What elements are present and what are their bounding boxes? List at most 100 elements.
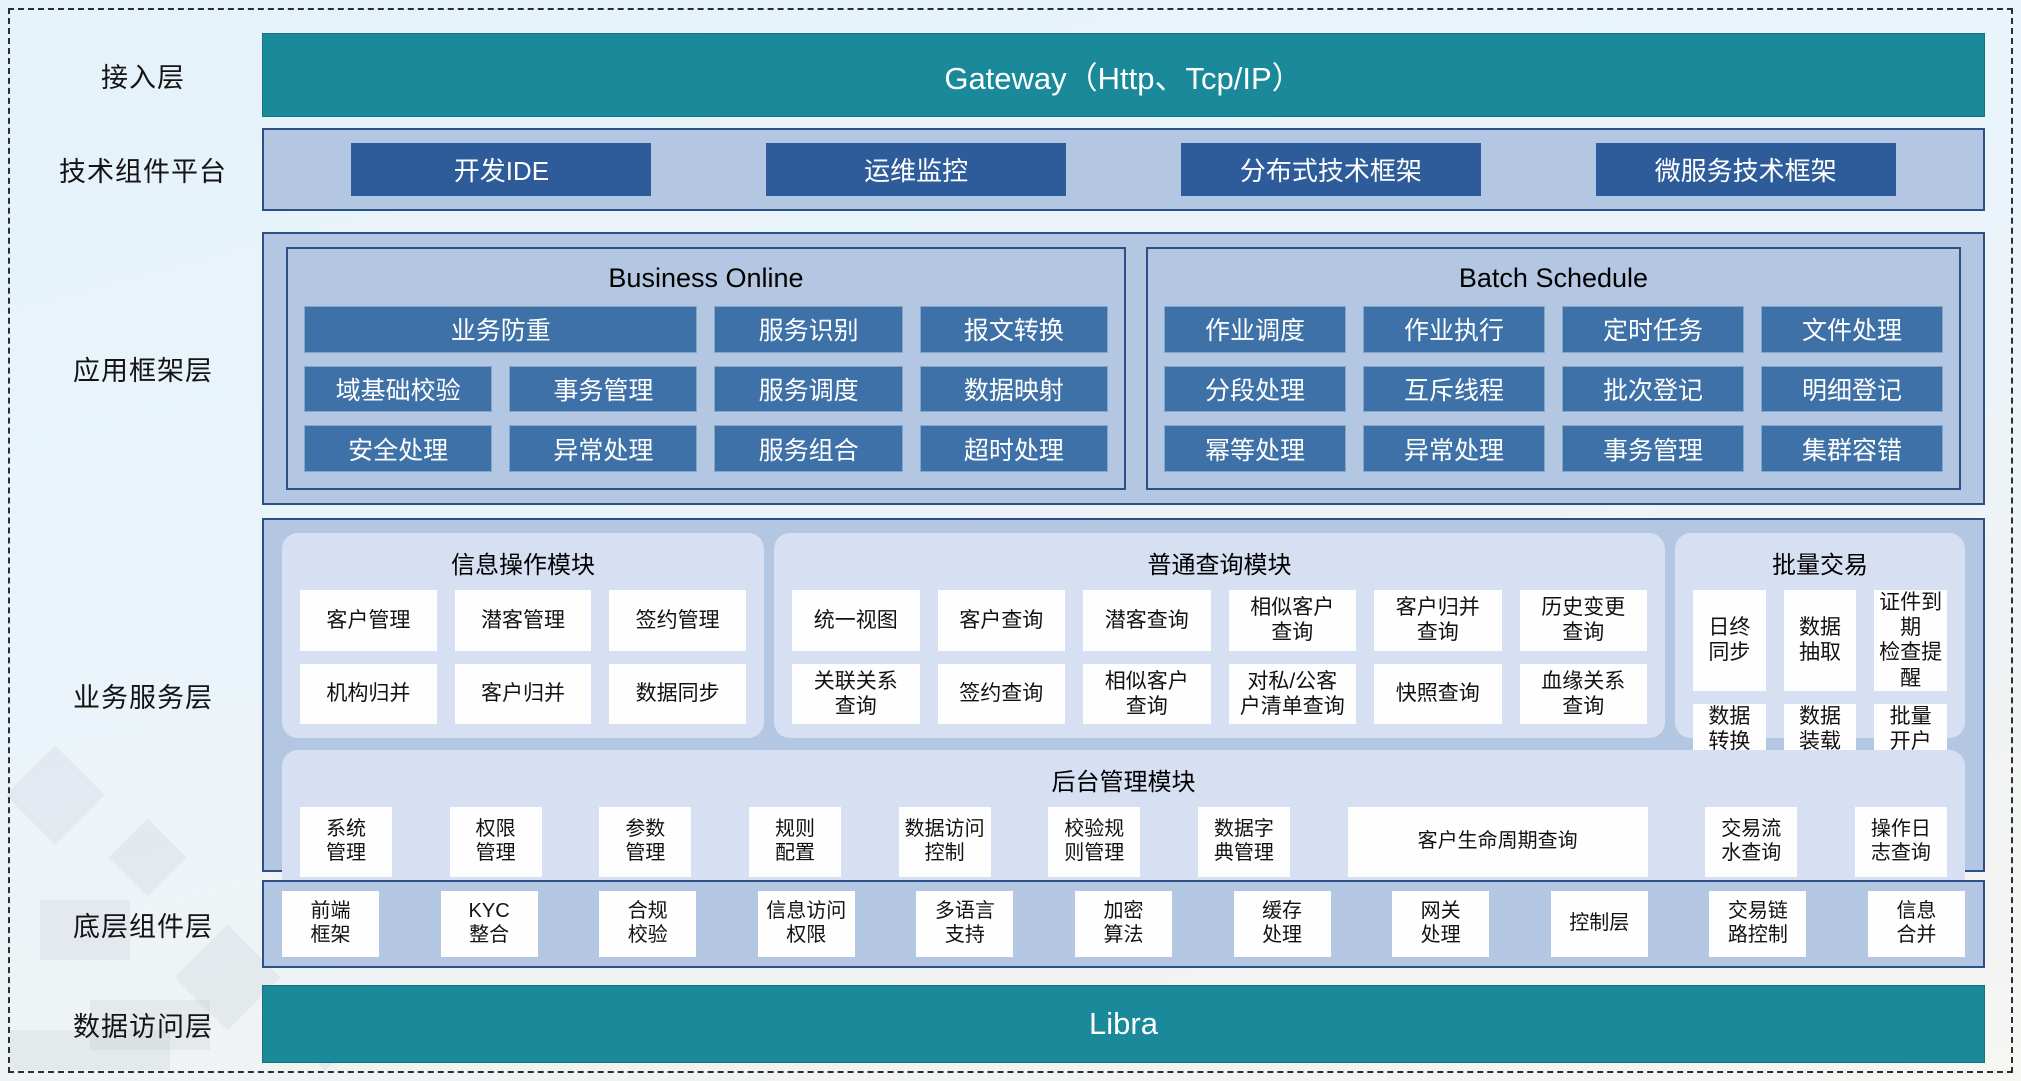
service-button: 客户归并 查询: [1374, 590, 1502, 651]
admin-button: 数据字 典管理: [1197, 807, 1290, 877]
module-title: 信息操作模块: [451, 552, 595, 579]
service-button: 证件到期 检查提醒: [1874, 590, 1947, 691]
framework-capability: 数据映射: [919, 365, 1108, 413]
framework-capability: 集群容错: [1760, 425, 1943, 472]
batch-schedule-grid: 作业调度作业执行定时任务文件处理分段处理互斥线程批次登记明细登记幂等处理异常处理…: [1163, 306, 1943, 472]
base-component-button: 信息 合并: [1867, 891, 1965, 957]
service-button: 批量 开户: [1874, 703, 1947, 755]
base-component-button: 网关 处理: [1392, 891, 1490, 957]
framework-capability: 定时任务: [1561, 306, 1744, 353]
layer-label-base: 底层组件层: [73, 911, 213, 942]
tech-platform-button: 微服务技术框架: [1595, 143, 1896, 196]
service-button: 统一视图: [792, 590, 920, 651]
service-button: 数据 转换: [1693, 703, 1766, 755]
admin-button: 规则 配置: [748, 807, 841, 877]
framework-capability: 批次登记: [1561, 365, 1744, 413]
module-grid: 统一视图客户查询潜客查询相似客户 查询客户归并 查询历史变更 查询关联关系 查询…: [792, 590, 1647, 724]
base-components-row: 前端 框架 KYC 整合合规 校验信息访问 权限多语言 支持加密 算法缓存 处理网…: [262, 880, 1985, 968]
service-button: 数据 抽取: [1783, 590, 1857, 691]
framework-capability: 超时处理: [919, 425, 1108, 472]
base-component-button: KYC 整合: [440, 891, 538, 957]
service-button: 相似客户 查询: [1228, 590, 1356, 651]
module-grid: 客户管理潜客管理签约管理机构归并客户归并数据同步: [300, 590, 746, 724]
base-component-button: 加密 算法: [1074, 891, 1172, 957]
framework-capability: 异常处理: [1362, 425, 1545, 472]
tech-platform-row: 开发IDE 运维监控 分布式技术框架 微服务技术框架: [262, 128, 1985, 211]
framework-capability: 幂等处理: [1163, 425, 1346, 472]
gateway-bar: Gateway（Http、Tcp/IP）: [262, 33, 1985, 117]
tech-platform-button: 开发IDE: [351, 143, 652, 196]
service-button: 关联关系 查询: [792, 663, 920, 724]
base-component-button: 合规 校验: [599, 891, 697, 957]
base-component-button: 多语言 支持: [916, 891, 1014, 957]
framework-capability: 作业调度: [1163, 306, 1346, 353]
base-component-button: 缓存 处理: [1233, 891, 1331, 957]
framework-capability: 事务管理: [509, 365, 698, 413]
framework-capability: 服务识别: [714, 306, 903, 353]
admin-button: 交易流 水查询: [1705, 807, 1798, 877]
framework-capability: 安全处理: [304, 425, 493, 472]
service-button: 机构归并: [300, 663, 437, 724]
framework-capability: 服务组合: [714, 425, 903, 472]
service-module: 批量交易日终 同步数据 抽取证件到期 检查提醒数据 转换数据 装载批量 开户: [1675, 533, 1965, 755]
framework-capability: 事务管理: [1561, 425, 1744, 472]
service-button: 对私/公客 户清单查询: [1228, 663, 1356, 724]
service-button: 数据 装载: [1783, 703, 1857, 755]
framework-capability: 域基础校验: [304, 365, 493, 413]
base-component-button: 信息访问 权限: [757, 891, 855, 957]
framework-capability: 报文转换: [919, 306, 1108, 353]
service-button: 相似客户 查询: [1083, 663, 1211, 724]
base-component-button: 交易链 路控制: [1709, 891, 1807, 957]
framework-capability: 分段处理: [1163, 365, 1346, 413]
service-button: 潜客查询: [1083, 590, 1211, 651]
service-button: 客户查询: [937, 590, 1065, 651]
business-service-row: 信息操作模块客户管理潜客管理签约管理机构归并客户归并数据同步 普通查询模块统一视图…: [262, 518, 1985, 891]
framework-capability: 互斥线程: [1362, 365, 1545, 413]
layer-label-appframe: 应用框架层: [73, 356, 213, 386]
admin-button: 操作日 志查询: [1854, 807, 1947, 877]
admin-buttons-row: 系统 管理权限 管理参数 管理规则 配置数据访问 控制校验规 则管理数据字 典管…: [300, 807, 1947, 877]
admin-button: 数据访问 控制: [898, 807, 991, 877]
business-online-grid: 业务防重服务识别报文转换域基础校验事务管理服务调度数据映射安全处理异常处理服务组…: [304, 306, 1108, 472]
service-button: 潜客管理: [454, 590, 592, 651]
batch-schedule-panel: Batch Schedule 作业调度作业执行定时任务文件处理分段处理互斥线程批…: [1145, 247, 1961, 490]
admin-module-panel: 后台管理模块 系统 管理权限 管理参数 管理规则 配置数据访问 控制校验规 则管…: [282, 750, 1965, 891]
service-modules: 信息操作模块客户管理潜客管理签约管理机构归并客户归并数据同步 普通查询模块统一视图…: [282, 533, 1965, 755]
app-framework-row: Business Online 业务防重服务识别报文转换域基础校验事务管理服务调…: [262, 232, 1985, 505]
service-button: 签约管理: [609, 590, 746, 651]
service-button: 数据同步: [609, 663, 746, 724]
module-title: 批量交易: [1772, 552, 1868, 579]
service-module: 信息操作模块客户管理潜客管理签约管理机构归并客户归并数据同步: [282, 533, 764, 738]
module-title: 后台管理模块: [1051, 769, 1196, 796]
tech-platform-button: 运维监控: [766, 143, 1067, 196]
service-button: 签约查询: [937, 663, 1065, 724]
admin-button: 权限 管理: [449, 807, 542, 877]
gateway-label: Gateway（Http、Tcp/IP）: [944, 60, 1303, 96]
service-button: 快照查询: [1374, 663, 1502, 724]
module-grid: 日终 同步数据 抽取证件到期 检查提醒数据 转换数据 装载批量 开户: [1693, 590, 1947, 755]
framework-capability: 服务调度: [714, 365, 903, 413]
layer-label-service: 业务服务层: [73, 682, 213, 713]
service-module: 普通查询模块统一视图客户查询潜客查询相似客户 查询客户归并 查询历史变更 查询关…: [774, 533, 1665, 738]
layer-label-tech: 技术组件平台: [59, 157, 227, 187]
framework-capability: 异常处理: [509, 425, 698, 472]
admin-button: 系统 管理: [300, 807, 392, 877]
framework-capability: 业务防重: [304, 306, 698, 353]
admin-button: 校验规 则管理: [1048, 807, 1141, 877]
business-online-panel: Business Online 业务防重服务识别报文转换域基础校验事务管理服务调…: [286, 247, 1126, 490]
tech-platform-button: 分布式技术框架: [1180, 143, 1481, 196]
framework-capability: 明细登记: [1760, 365, 1943, 413]
module-title: 普通查询模块: [1147, 552, 1292, 579]
admin-button: 参数 管理: [599, 807, 692, 877]
framework-capability: 作业执行: [1362, 306, 1545, 353]
service-button: 日终 同步: [1693, 590, 1766, 691]
framework-capability: 文件处理: [1760, 306, 1943, 353]
panel-title: Business Online: [608, 263, 804, 293]
base-component-button: 前端 框架: [282, 891, 379, 957]
service-button: 客户管理: [300, 590, 437, 651]
libra-label: Libra: [1089, 1006, 1158, 1041]
libra-bar: Libra: [262, 985, 1985, 1063]
service-button: 客户归并: [454, 663, 592, 724]
service-button: 历史变更 查询: [1519, 590, 1647, 651]
